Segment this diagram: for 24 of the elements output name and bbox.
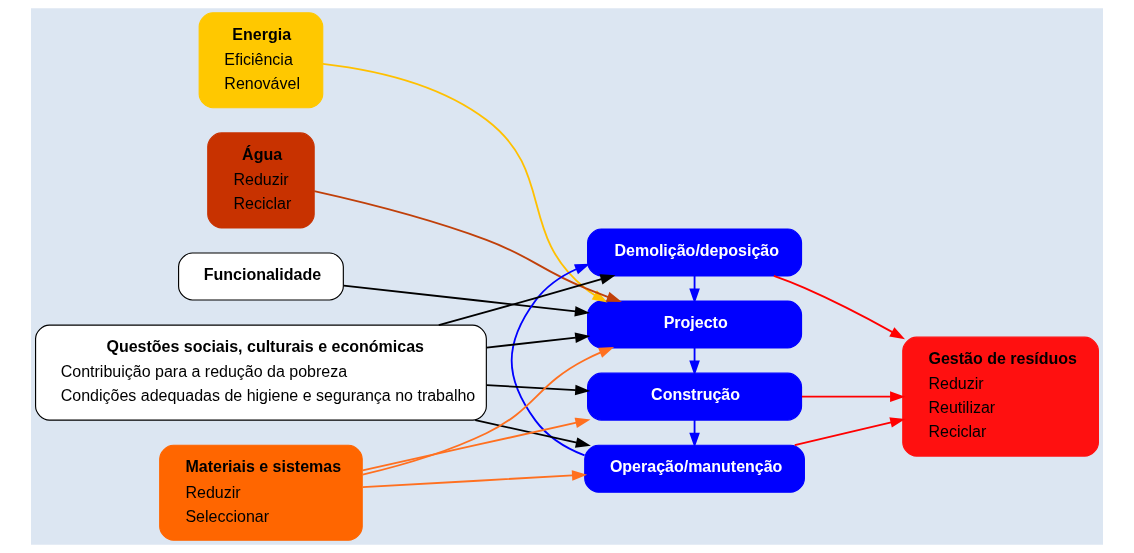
- arrow: [772, 275, 905, 340]
- arrow: [313, 190, 622, 302]
- arrow: [342, 284, 590, 317]
- arrow: [361, 347, 615, 476]
- node-box: Operação/manutenção: [584, 444, 805, 493]
- arrow: [485, 332, 591, 349]
- node-box: Construção: [587, 372, 803, 421]
- node-box: Energia Eficiência Renovável: [198, 12, 324, 109]
- node-box: Funcionalidade: [178, 252, 344, 301]
- node-box: Materiais e sistemas Reduzir Seleccionar: [159, 444, 363, 541]
- arrow: [361, 470, 588, 489]
- node-box: Água Reduzir Reciclar: [207, 132, 315, 229]
- arrow: [485, 384, 591, 396]
- node-box: Projecto: [587, 300, 803, 349]
- arrow: [437, 274, 616, 327]
- node-box: Gestão de resíduos Reduzir Reutilizar Reciclar: [902, 336, 1099, 457]
- arrow: [474, 419, 591, 448]
- arrow: [801, 391, 906, 402]
- arrow: [361, 417, 591, 472]
- arrow: [510, 263, 590, 457]
- arrow: [321, 62, 608, 303]
- node-box: Demolição/deposição: [587, 228, 803, 277]
- node-box: Questões sociais, culturais e económicas Contribuição para a redução da pobreza Condições adequadas de higiene e segurança no trabalho: [35, 324, 487, 421]
- arrow: [793, 417, 906, 447]
